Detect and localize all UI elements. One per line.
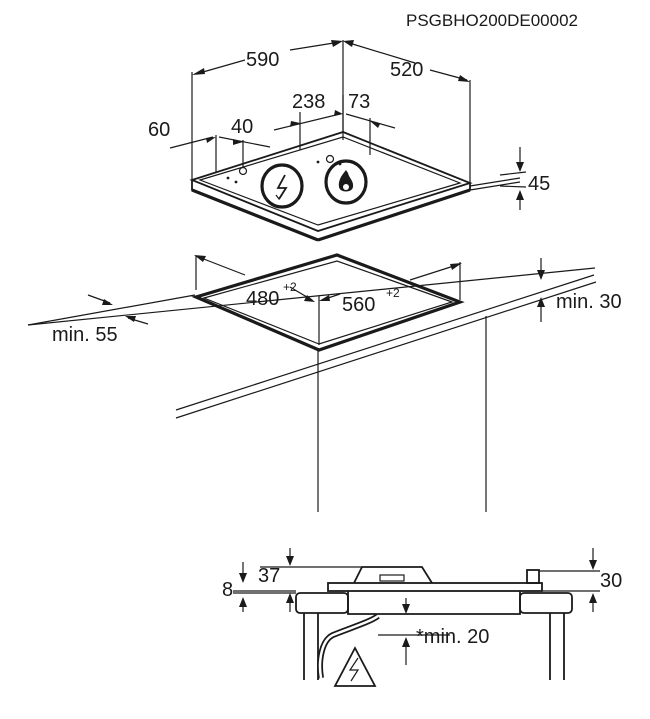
cutout-depth: 560 (342, 294, 375, 316)
bottom-clearance: *min. 20 (416, 626, 489, 648)
dimension-60: 60 (148, 119, 170, 141)
electric-burner-icon (260, 163, 304, 209)
dimension-73: 73 (348, 91, 370, 113)
section-view: 8 37 30 *min. 20 (222, 548, 622, 687)
cutout-depth-tolerance: +2 (386, 286, 400, 300)
knob-dot (325, 154, 335, 164)
knob-dot (238, 166, 248, 176)
cutout-width: 480 (246, 288, 279, 310)
cutout-width-tolerance: +2 (283, 280, 297, 294)
section-right: 30 (600, 570, 622, 592)
worktop-cutout: 480 +2 560 +2 min. 55 min. 30 (27, 253, 622, 512)
dimension-40: 40 (231, 116, 253, 138)
dimension-590: 590 (246, 49, 279, 71)
gas-flame-icon (324, 159, 368, 205)
electric-warning-icon (333, 646, 377, 687)
wall-clearance: min. 55 (52, 324, 118, 346)
drawing-code: PSGBHO200DE00002 (406, 11, 578, 30)
dimension-238: 238 (292, 91, 325, 113)
dimension-45: 45 (528, 173, 550, 195)
top-dimensions: 590 520 238 73 60 40 45 (148, 40, 550, 210)
hob-top-view (189, 131, 521, 242)
section-depth: 37 (258, 565, 280, 587)
front-clearance: min. 30 (556, 291, 622, 313)
side-height: 8 (222, 579, 233, 601)
dimension-520: 520 (390, 59, 423, 81)
